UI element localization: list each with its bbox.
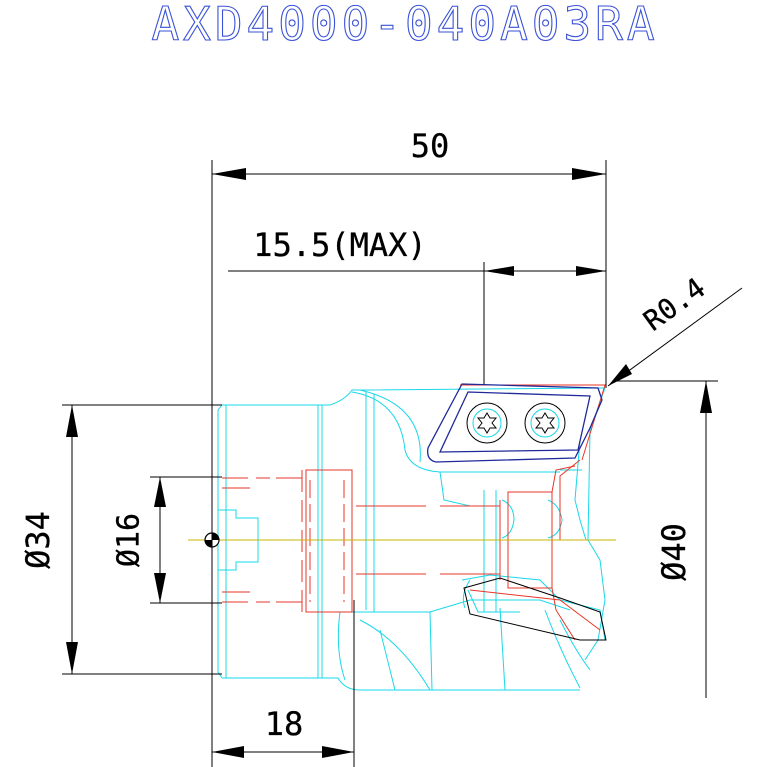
- drawing-title: AXD4000-040A03RA: [151, 0, 658, 51]
- insert-screw-left-icon: [466, 402, 508, 444]
- hidden-bore-lines: [222, 384, 606, 641]
- cutting-insert-top: [427, 383, 603, 463]
- dimension-shank-length: 18: [212, 705, 354, 758]
- dimension-cut-depth: 15.5(MAX): [228, 226, 606, 276]
- corner-radius-label: R0.4: [637, 271, 711, 337]
- shank-diameter-label: Ø34: [19, 511, 57, 569]
- cutter-body-outline: [217, 387, 606, 691]
- cut-depth-label: 15.5(MAX): [253, 226, 426, 264]
- insert-screw-right-icon: [524, 402, 566, 444]
- dimension-shank-diameter: Ø34: [19, 404, 222, 675]
- cutting-insert-bottom: [463, 577, 607, 641]
- dimension-overall-length: 50: [212, 127, 606, 180]
- shank-length-label: 18: [265, 705, 304, 743]
- dimension-corner-radius: R0.4: [607, 271, 743, 387]
- overall-length-label: 50: [411, 127, 450, 165]
- dimension-bore-diameter: Ø16: [111, 476, 222, 604]
- bore-diameter-label: Ø16: [112, 513, 147, 567]
- dimension-cutting-diameter: Ø40: [614, 380, 718, 698]
- cutting-diameter-label: Ø40: [655, 523, 693, 581]
